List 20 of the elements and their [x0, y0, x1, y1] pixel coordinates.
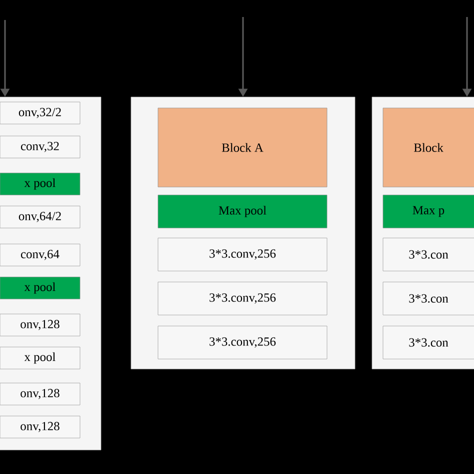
layer-box: 3*3.con — [382, 326, 474, 360]
layer-box: conv,64 — [0, 244, 80, 266]
pooling-box: Max pool — [158, 194, 328, 228]
block-box: Block — [382, 108, 474, 188]
layer-box: onv,64/2 — [0, 206, 80, 228]
layer-box: 3*3.conv,256 — [158, 282, 328, 316]
pooling-box: x pool — [0, 276, 80, 300]
layer-box: conv,32 — [0, 136, 80, 158]
block-box: Block A — [158, 108, 328, 188]
pooling-box: Max p — [382, 194, 474, 228]
layer-box: onv,32/2 — [0, 102, 80, 124]
layer-box: 3*3.conv,256 — [158, 326, 328, 360]
layer-box: 3*3.con — [382, 282, 474, 316]
layer-box: 3*3.conv,256 — [158, 238, 328, 272]
layer-box: onv,128 — [0, 314, 80, 336]
layer-box: 3*3.con — [382, 238, 474, 272]
layer-box: x pool — [0, 346, 80, 370]
layer-box: onv,128 — [0, 382, 80, 406]
pooling-box: x pool — [0, 172, 80, 196]
layer-box: onv,128 — [0, 416, 80, 438]
